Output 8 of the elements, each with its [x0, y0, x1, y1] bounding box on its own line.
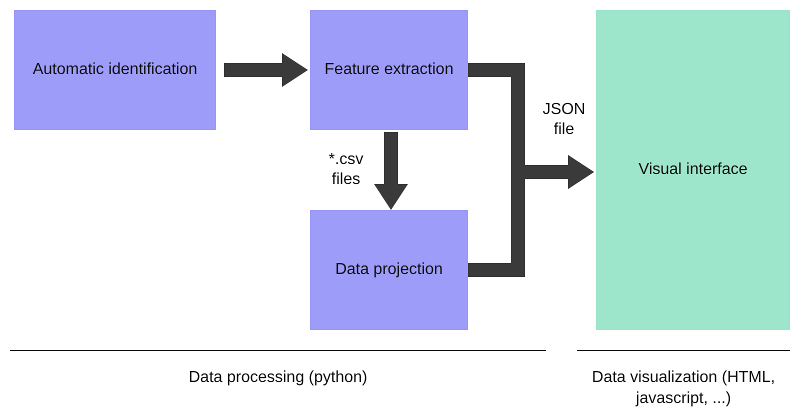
- section-caption: Data visualization (HTML, javascript, ...): [590, 368, 776, 409]
- process-box: Feature extraction: [310, 10, 468, 130]
- process-box: Automatic identification: [14, 10, 216, 130]
- arrow: [224, 53, 308, 87]
- process-box: Data projection: [310, 210, 468, 330]
- arrow: [374, 132, 408, 210]
- process-box: Visual interface: [596, 10, 790, 330]
- section-caption: Data processing (python): [188, 368, 368, 388]
